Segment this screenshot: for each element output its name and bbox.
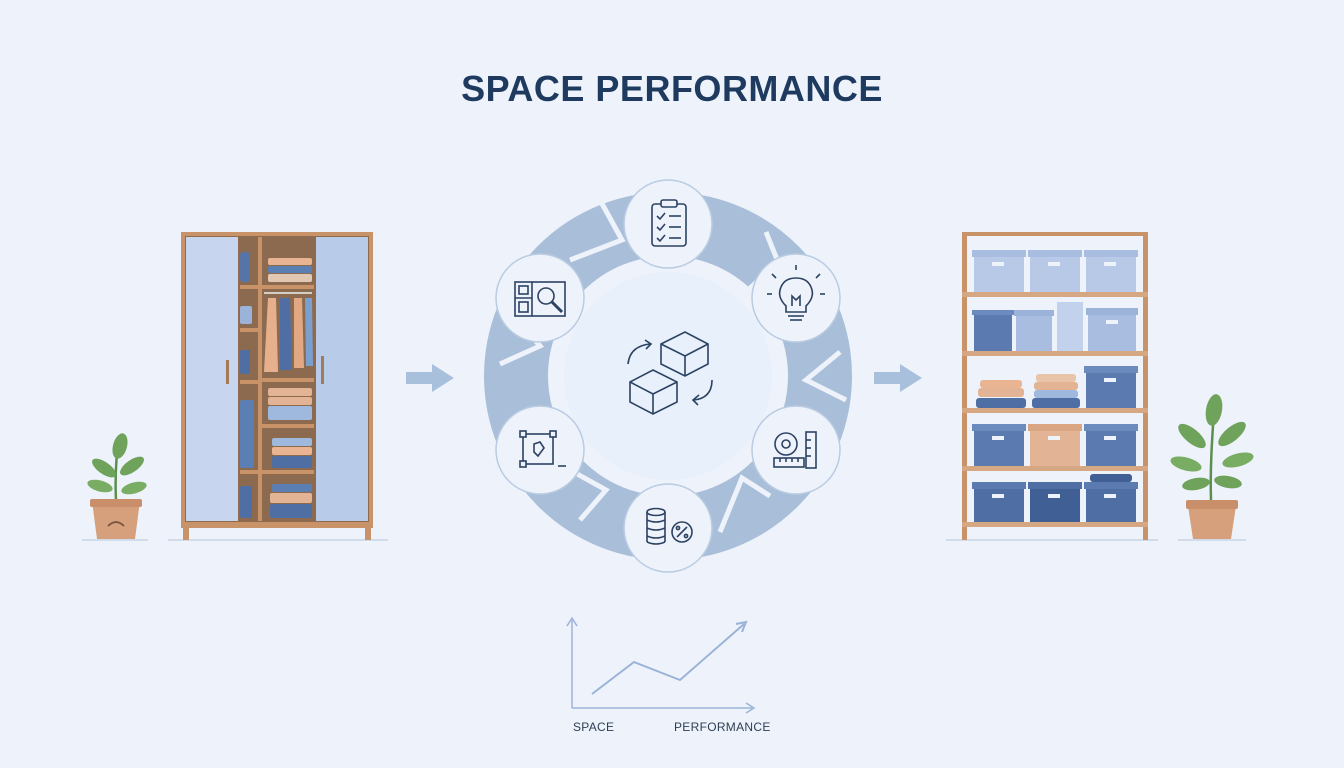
page-title: SPACE PERFORMANCE [461,68,883,109]
floorplan-search-icon [514,281,566,317]
cycle-node-lightbulb [751,253,841,343]
chart-y-axis-label: SPACE [573,720,615,734]
cycle-node-floorplan [495,253,585,343]
cycle-node-checklist [623,179,713,269]
lightbulb-icon [767,265,825,321]
arrow-right-icon [874,364,922,392]
tape-measure-ruler-icon [773,431,817,469]
cycle-node-cost [623,483,713,573]
boxes-rearrange-icon [627,331,713,415]
growth-mini-chart [566,616,756,714]
growth-trend-line [591,623,745,695]
arrow-right-icon [406,364,454,392]
cycle-node-resize [495,405,585,495]
coins-percent-icon [646,507,693,545]
organized-shelving [946,232,1158,541]
cycle-node-measure [751,405,841,495]
plant-left [82,433,148,541]
chart-x-axis-label: PERFORMANCE [674,720,771,734]
cluttered-wardrobe [168,232,388,541]
plant-right [1170,394,1254,541]
resize-frame-icon [519,430,566,468]
checklist-icon [651,199,687,247]
